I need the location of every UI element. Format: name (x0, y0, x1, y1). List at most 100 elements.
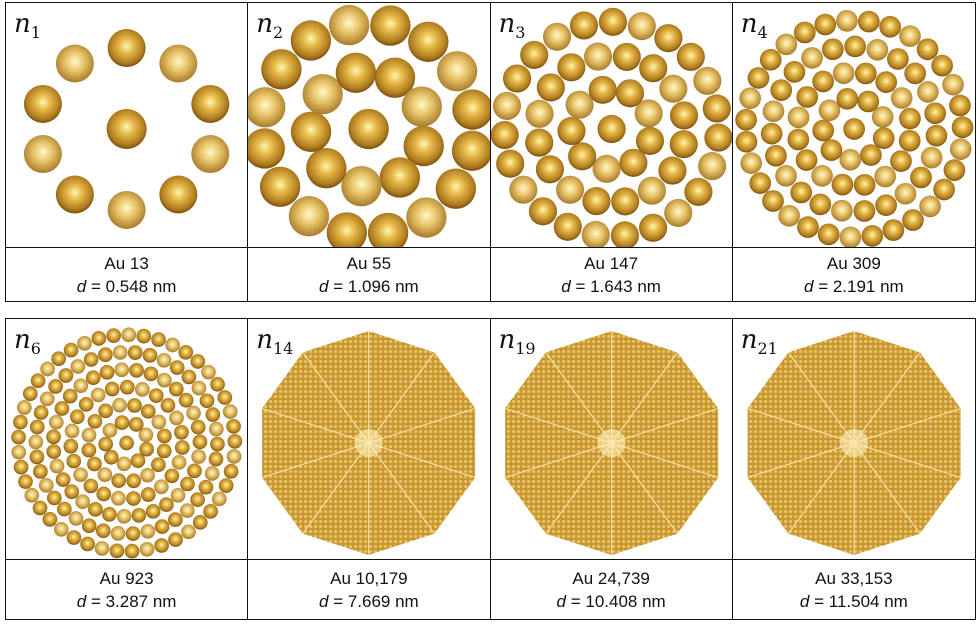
gold-atom (536, 73, 565, 102)
gold-atom (692, 66, 721, 95)
gold-atom (143, 366, 159, 382)
gold-atom (178, 345, 194, 360)
gold-atom (289, 196, 330, 237)
gold-atom (326, 212, 368, 247)
gold-atom (348, 108, 390, 150)
gold-atom (22, 386, 38, 401)
gold-atom (99, 364, 115, 380)
gold-atom (154, 519, 170, 534)
gold-atom (854, 62, 877, 85)
gold-atom (839, 226, 861, 247)
gold-atom (73, 378, 89, 394)
gold-atom (205, 407, 221, 422)
gold-atom (63, 438, 79, 454)
gold-atom (190, 354, 206, 369)
gold-atom (24, 487, 40, 503)
cluster-n6-drawing (11, 327, 243, 559)
diameter-text: d = 2.191 nm (804, 276, 904, 296)
gold-atom (78, 397, 94, 412)
gold-atom (66, 453, 82, 469)
gold-atom (916, 81, 939, 103)
gold-atom (844, 35, 866, 58)
gold-atom (29, 419, 45, 435)
gold-atom (452, 89, 490, 130)
gold-atom (98, 347, 113, 363)
gold-atom (853, 173, 876, 196)
gold-atom (191, 449, 207, 464)
gold-atom (174, 424, 189, 440)
gold-atom (94, 541, 110, 556)
gold-atom (831, 173, 854, 196)
gold-atom (335, 52, 377, 93)
gold-atom (131, 507, 147, 523)
gold-atom (190, 492, 205, 507)
gold-atom (778, 204, 800, 227)
gold-atom (820, 139, 842, 161)
gold-atom (204, 466, 220, 481)
gold-atom (764, 144, 787, 167)
gold-atom (739, 87, 761, 110)
gold-atom (749, 172, 771, 194)
gold-atom (119, 379, 135, 395)
gold-atom (192, 515, 208, 530)
panel-label: n6 (14, 325, 41, 359)
gold-atom (32, 500, 48, 516)
gold-atom (627, 12, 656, 41)
panel-n3: n3 Au 147 d = 1.643 nm (490, 3, 733, 301)
gold-atom (830, 199, 853, 222)
gold-atom (890, 87, 913, 109)
center-highlight (839, 429, 868, 457)
gold-atom (38, 477, 54, 493)
gold-atom (75, 494, 91, 510)
gold-atom (191, 380, 207, 396)
gold-atom (119, 435, 134, 451)
gold-atom (588, 75, 617, 104)
gold-atom (610, 221, 639, 247)
twin-boundary (610, 407, 718, 444)
gold-atom (916, 38, 939, 61)
gold-atom (136, 328, 152, 344)
gold-atom (164, 468, 180, 484)
center-highlight (597, 429, 626, 457)
cluster-n2-drawing (248, 4, 490, 247)
gold-atom (111, 490, 126, 506)
gold-atom (669, 130, 698, 159)
panel-caption: Au 10,179 d = 7.669 nm (248, 560, 489, 619)
gold-atom (73, 467, 88, 482)
gold-atom (375, 57, 416, 98)
gold-atom (924, 102, 946, 125)
panel-n4: n4 Au 309 d = 2.191 nm (732, 3, 975, 301)
gold-atom (370, 5, 411, 46)
gold-atom (111, 473, 127, 488)
gold-atom (11, 444, 27, 460)
twin-boundary (368, 352, 436, 444)
gold-atom (638, 213, 667, 242)
gold-atom (198, 479, 214, 495)
gold-atom (128, 417, 144, 432)
gold-atom (49, 458, 65, 474)
gold-atom (676, 42, 705, 71)
gold-atom (107, 190, 146, 229)
gold-atom (898, 129, 921, 152)
gold-atom (83, 352, 99, 367)
gold-atom (866, 38, 888, 61)
gold-atom (11, 429, 26, 445)
gold-atom (156, 352, 172, 368)
diameter-text: d = 3.287 nm (76, 591, 177, 611)
gold-atom (125, 526, 141, 541)
gold-atom (703, 123, 732, 152)
gold-atom (55, 44, 94, 83)
species-text: Au 309 (826, 253, 881, 273)
gold-atom (107, 29, 146, 68)
gold-atom (46, 490, 62, 506)
gold-atom (581, 220, 610, 247)
gold-atom (96, 486, 112, 502)
gold-atom (180, 476, 195, 492)
panel-label: n4 (740, 9, 768, 43)
gold-atom (761, 190, 784, 212)
gold-atom (774, 164, 797, 187)
gold-atom (23, 84, 62, 123)
gold-atom (889, 150, 912, 172)
gold-atom (30, 373, 46, 389)
gold-atom (68, 511, 84, 526)
